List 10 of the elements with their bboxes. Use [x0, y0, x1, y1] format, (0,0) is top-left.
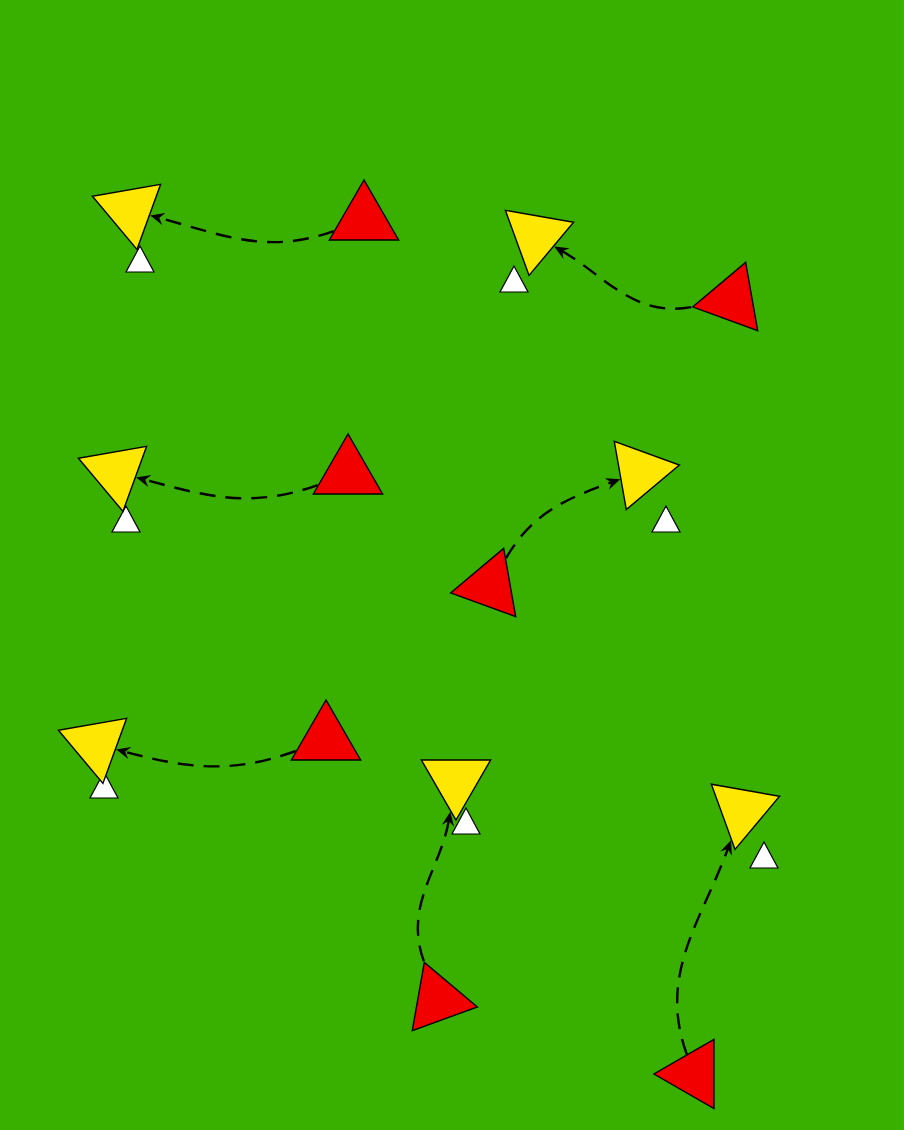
player-triangle [449, 547, 517, 618]
player-triangle [691, 261, 759, 332]
player-triangle [710, 783, 781, 851]
player-triangle [652, 1038, 715, 1110]
player-triangle [91, 183, 162, 251]
player-triangle [411, 961, 479, 1032]
player-triangle [77, 445, 148, 513]
player-triangle [613, 440, 681, 511]
player-triangle [504, 209, 575, 277]
player-triangle [57, 717, 128, 785]
